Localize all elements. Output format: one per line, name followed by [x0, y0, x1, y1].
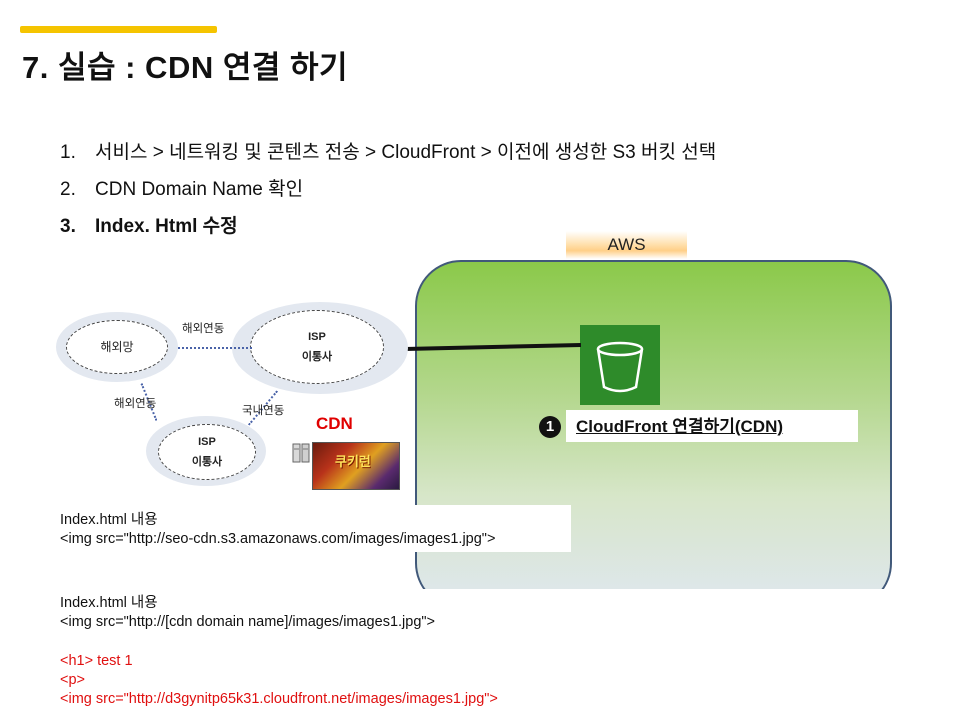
isp-bottom-label-1: ISP — [198, 436, 216, 448]
page-title: 7. 실습 : CDN 연결 하기 — [22, 50, 349, 85]
isp-top-node: ISP 이통사 — [250, 310, 384, 384]
step-text: CDN Domain Name 확인 — [95, 179, 304, 200]
code-line: Index.html 내용 — [60, 595, 158, 611]
link-overseas-isp — [178, 347, 252, 349]
code-line: <h1> test 1 — [60, 653, 133, 669]
step-number: 2. — [60, 179, 76, 200]
code-line: Index.html 내용 — [60, 512, 158, 528]
step-number-badge: 1 — [539, 416, 561, 438]
code-block-1: Index.html 내용 <img src="http://seo-cdn.s… — [60, 511, 495, 549]
code-line: <p> — [60, 672, 85, 688]
cloudfront-label-text: CloudFront 연결하기(CDN) — [576, 417, 784, 436]
isp-top-label-2: 이통사 — [301, 351, 333, 363]
step-item: 1. 서비스 > 네트워킹 및 콘텐츠 전송 > CloudFront > 이전에… — [60, 140, 716, 177]
cloudfront-label: CloudFront 연결하기(CDN) — [566, 410, 858, 442]
link-overseas-top-label: 해외연동 — [182, 323, 225, 335]
link-domestic-label: 국내연동 — [242, 405, 285, 416]
code-line: <img src="http://d3gynitp65k31.cloudfron… — [60, 691, 498, 707]
code-line: <img src="http://[cdn domain name]/image… — [60, 614, 435, 630]
s3-bucket-icon — [580, 325, 660, 405]
code-line: <img src="http://seo-cdn.s3.amazonaws.co… — [60, 531, 496, 547]
game-banner-image: 쿠키런 — [312, 442, 400, 490]
code-block-1-bg — [52, 505, 571, 552]
isp-bottom-node: ISP 이통사 — [158, 424, 256, 480]
code-block-2: Index.html 내용 <img src="http://[cdn doma… — [60, 594, 435, 632]
step-number: 1. — [60, 142, 76, 163]
step-text: Index. Html 수정 — [95, 216, 238, 237]
cdn-label: CDN — [316, 414, 353, 433]
title-accent-bar — [20, 26, 217, 33]
game-banner-title: 쿠키런 — [335, 454, 371, 469]
code-block-3: <h1> test 1 <p> <img src="http://d3gynit… — [60, 652, 498, 709]
step-text: 서비스 > 네트워킹 및 콘텐츠 전송 > CloudFront > 이전에 생… — [95, 142, 717, 163]
step-item: 2. CDN Domain Name 확인 — [60, 177, 716, 214]
aws-region-mask — [415, 589, 895, 619]
isp-top-label-1: ISP — [308, 331, 326, 343]
aws-label: AWS — [566, 231, 687, 259]
step-item: 3. Index. Html 수정 — [60, 214, 716, 251]
overseas-network-node: 해외망 — [66, 320, 168, 374]
link-overseas-left-label: 해외연동 — [114, 398, 157, 410]
step-number: 3. — [60, 216, 76, 237]
isp-bottom-label-2: 이통사 — [191, 456, 223, 468]
steps-list: 1. 서비스 > 네트워킹 및 콘텐츠 전송 > CloudFront > 이전에… — [60, 140, 716, 251]
overseas-network-label: 해외망 — [100, 340, 134, 354]
server-icon — [292, 442, 310, 464]
